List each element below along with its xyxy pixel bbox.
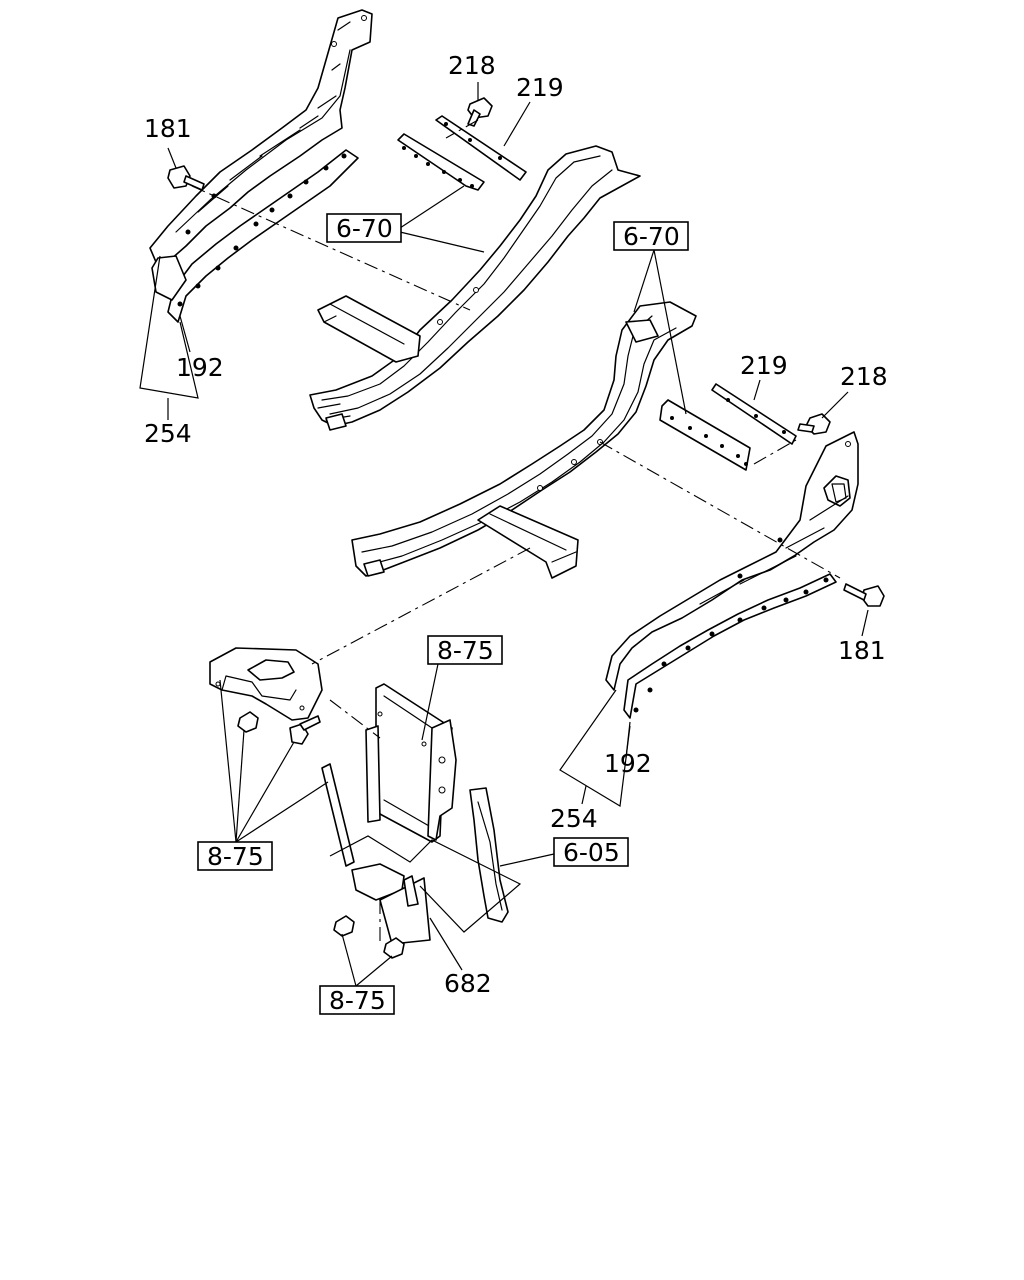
rod <box>321 763 355 867</box>
left-reinforcement-192 <box>151 149 359 323</box>
callout-box-8-75-mid <box>427 635 503 665</box>
callout-218-right: 218 <box>840 362 888 391</box>
callout-192-right: 192 <box>604 749 652 778</box>
callout-219-top: 219 <box>516 73 564 102</box>
right-plate-219 <box>659 383 797 471</box>
callout-8-75-bottom: 8-75 <box>329 986 386 1015</box>
callout-box-8-75-left <box>197 841 273 871</box>
callout-181-right: 181 <box>838 636 886 665</box>
mounting-bracket <box>209 647 323 721</box>
callout-181-left: 181 <box>144 114 192 143</box>
left-frame-bracket <box>149 9 373 263</box>
top-plate-219 <box>397 115 527 191</box>
callout-254-left: 254 <box>144 419 192 448</box>
side-guard <box>469 787 509 923</box>
callout-219-right: 219 <box>740 351 788 380</box>
callout-218-top: 218 <box>448 51 496 80</box>
nut-left <box>237 711 259 733</box>
callout-box-6-70-right <box>613 221 689 251</box>
bolt-left <box>289 715 321 745</box>
callout-box-6-70-top <box>326 213 402 243</box>
dash-lines <box>191 119 841 946</box>
callout-682: 682 <box>444 969 492 998</box>
callout-8-75-mid: 8-75 <box>437 636 494 665</box>
callout-6-05: 6-05 <box>563 838 620 867</box>
lower-nuts <box>333 915 405 959</box>
part-682-bracket <box>351 863 431 945</box>
callout-8-75-left: 8-75 <box>207 842 264 871</box>
callout-254-right: 254 <box>550 804 598 833</box>
lower-cross-member <box>477 505 579 579</box>
bolt-218-right <box>797 413 831 435</box>
callout-labels: 218 219 181 6-70 192 254 6-70 219 218 18… <box>144 51 888 1015</box>
leader-lines <box>139 82 869 987</box>
right-frame-bracket <box>605 431 859 691</box>
upper-cross-member <box>317 295 421 363</box>
bolt-218-top <box>467 97 493 127</box>
callout-6-70-top: 6-70 <box>336 214 393 243</box>
bolt-181-left <box>167 165 205 191</box>
right-reinforcement-192 <box>623 537 837 719</box>
callout-box-8-75-bottom <box>319 985 395 1015</box>
callout-6-70-right: 6-70 <box>623 222 680 251</box>
callout-box-6-05 <box>553 837 629 867</box>
bolt-181-right <box>843 583 885 607</box>
lower-frame-rail <box>351 301 697 577</box>
upper-frame-rail <box>309 145 641 431</box>
callout-192-left: 192 <box>176 353 224 382</box>
panel-assembly <box>365 683 457 843</box>
